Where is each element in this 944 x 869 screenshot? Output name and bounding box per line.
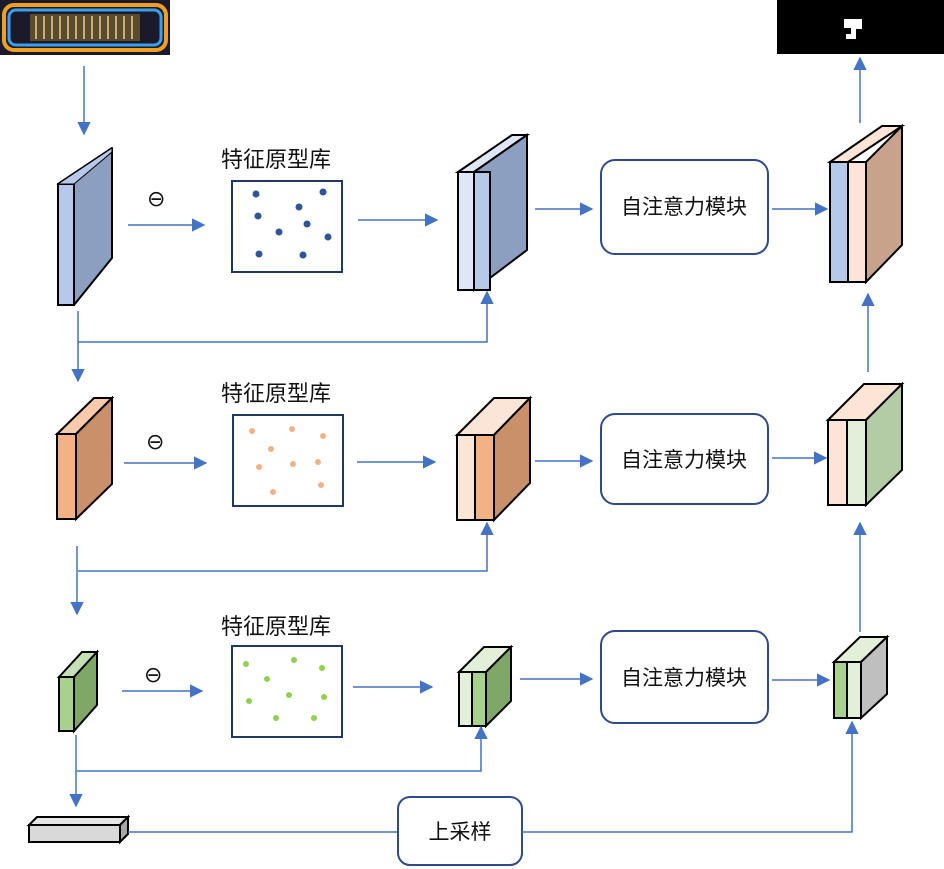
attention-module-1: 自注意力模块 [600,159,769,255]
upsample-label: 上采样 [429,820,492,844]
subtract-symbol-3: ⊖ [144,663,162,688]
upsample-module: 上采样 [397,796,523,866]
concat-block-2 [454,395,533,523]
pool-title-1: 特征原型库 [221,148,331,173]
attention-label-2: 自注意力模块 [621,448,747,472]
prototype-pool-3 [231,645,343,738]
skip-connector-2 [78,521,494,572]
upsample-connector-right [522,720,859,833]
output-block-2 [825,381,905,508]
concat-block-3 [456,644,514,729]
output-mask [777,0,944,54]
subtract-symbol-1: ⊖ [147,187,165,212]
skip-connector-1 [78,290,494,343]
input-image [0,0,170,55]
attention-module-3: 自注意力模块 [600,630,769,724]
pool-title-3: 特征原型库 [221,615,331,640]
pool-title-2: 特征原型库 [221,382,331,407]
gray-feature-strip [26,814,131,845]
concat-block-1 [454,133,531,293]
output-block-3 [831,634,890,721]
subtract-symbol-2: ⊖ [146,430,164,455]
prototype-pool-2 [232,414,344,507]
prototype-pool-1 [231,180,343,273]
blue-feature-block [56,147,113,306]
output-block-1 [826,123,906,285]
attention-label-1: 自注意力模块 [621,195,747,219]
green-feature-block [56,649,100,734]
skip-connector-3 [77,725,488,772]
attention-label-3: 自注意力模块 [621,666,747,690]
orange-feature-block [54,395,115,522]
attention-module-2: 自注意力模块 [600,413,769,505]
